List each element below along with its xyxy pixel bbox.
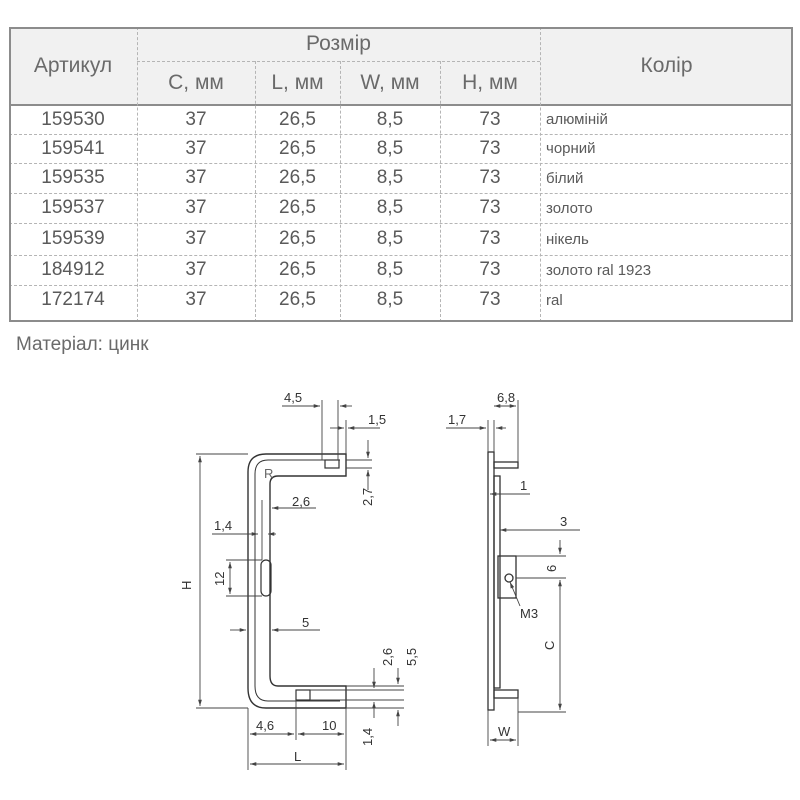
dim-6: 6	[544, 565, 559, 572]
article-cell: 159530	[41, 108, 105, 130]
color-cell: чорний	[546, 140, 596, 157]
l-cell: 26,5	[279, 167, 316, 188]
c-cell: 37	[185, 259, 207, 280]
dim-m3: M3	[520, 606, 538, 621]
l-cell: 26,5	[279, 137, 316, 159]
color-cell: золото ral 1923	[546, 261, 652, 279]
w-cell: 8,5	[376, 197, 404, 218]
w-cell: 8,5	[376, 289, 404, 310]
header-c: C, мм	[168, 71, 224, 94]
article-cell: 159535	[41, 167, 105, 188]
row-divider	[9, 223, 793, 224]
header-h: H, мм	[462, 71, 518, 94]
h-cell: 73	[479, 259, 501, 280]
table-frame	[9, 27, 793, 322]
h-cell: 73	[479, 228, 501, 249]
dim-c: C	[542, 641, 557, 650]
logo-mark: R	[264, 466, 273, 481]
h-cell: 73	[479, 108, 501, 130]
dim-1-7: 1,7	[448, 412, 466, 427]
article-cell: 172174	[41, 289, 105, 310]
dim-2-6-top: 2,6	[292, 494, 310, 509]
header-subdivider	[137, 61, 540, 62]
dim-2-7: 2,7	[360, 488, 375, 506]
article-cell: 159541	[41, 137, 105, 159]
dim-w: W	[498, 724, 511, 739]
dim-1-5: 1,5	[368, 412, 386, 427]
color-cell: золото	[546, 199, 593, 217]
h-cell: 73	[479, 289, 501, 310]
w-cell: 8,5	[376, 137, 404, 159]
column-divider	[340, 61, 341, 322]
header-size-group: Розмір	[306, 32, 371, 55]
dim-1-4-bottom: 1,4	[360, 728, 375, 746]
l-cell: 26,5	[279, 259, 316, 280]
dim-5-5: 5,5	[404, 648, 419, 666]
h-cell: 73	[479, 137, 501, 159]
dim-4-6: 4,6	[256, 718, 274, 733]
header-w: W, мм	[360, 71, 420, 94]
color-cell: білий	[546, 169, 584, 187]
dim-1: 1	[520, 478, 527, 493]
l-cell: 26,5	[279, 197, 316, 218]
row-divider	[9, 255, 793, 256]
dim-12: 12	[212, 572, 227, 586]
dim-l: L	[294, 749, 301, 764]
header-bottom-border	[9, 104, 793, 106]
side-view	[487, 451, 519, 711]
color-cell: нікель	[546, 230, 589, 248]
article-cell: 159537	[41, 197, 105, 218]
dim-10: 10	[322, 718, 336, 733]
dim-h: H	[179, 581, 194, 590]
row-divider	[9, 193, 793, 194]
dim-6-8: 6,8	[497, 390, 515, 405]
dim-4-5: 4,5	[284, 390, 302, 405]
dim-2-6-bottom: 2,6	[380, 648, 395, 666]
h-cell: 73	[479, 197, 501, 218]
color-cell: ral	[546, 291, 563, 309]
c-cell: 37	[185, 108, 207, 130]
w-cell: 8,5	[376, 228, 404, 249]
column-divider	[255, 61, 256, 322]
color-cell: алюміній	[546, 111, 608, 128]
c-cell: 37	[185, 197, 207, 218]
dim-3: 3	[560, 514, 567, 529]
article-cell: 184912	[41, 259, 105, 280]
header-color: Колір	[640, 54, 693, 77]
column-divider	[137, 27, 138, 322]
column-divider	[440, 61, 441, 322]
front-view	[247, 453, 347, 709]
l-cell: 26,5	[279, 228, 316, 249]
header-l: L, мм	[271, 71, 324, 94]
c-cell: 37	[185, 289, 207, 310]
column-divider	[540, 27, 541, 322]
table-header-background	[9, 27, 793, 105]
row-divider	[9, 285, 793, 286]
row-divider	[9, 134, 793, 135]
c-cell: 37	[185, 137, 207, 159]
c-cell: 37	[185, 228, 207, 249]
front-view-dimensions	[196, 400, 404, 770]
row-divider	[9, 163, 793, 164]
side-view-dimensions	[446, 400, 580, 746]
h-cell: 73	[479, 167, 501, 188]
w-cell: 8,5	[376, 167, 404, 188]
w-cell: 8,5	[376, 259, 404, 280]
dim-5: 5	[302, 615, 309, 630]
l-cell: 26,5	[279, 289, 316, 310]
material-note: Матеріал: цинк	[16, 334, 149, 355]
article-cell: 159539	[41, 228, 105, 249]
header-article: Артикул	[33, 54, 113, 77]
dim-1-4-top: 1,4	[214, 518, 232, 533]
c-cell: 37	[185, 167, 207, 188]
l-cell: 26,5	[279, 108, 316, 130]
w-cell: 8,5	[376, 108, 404, 130]
